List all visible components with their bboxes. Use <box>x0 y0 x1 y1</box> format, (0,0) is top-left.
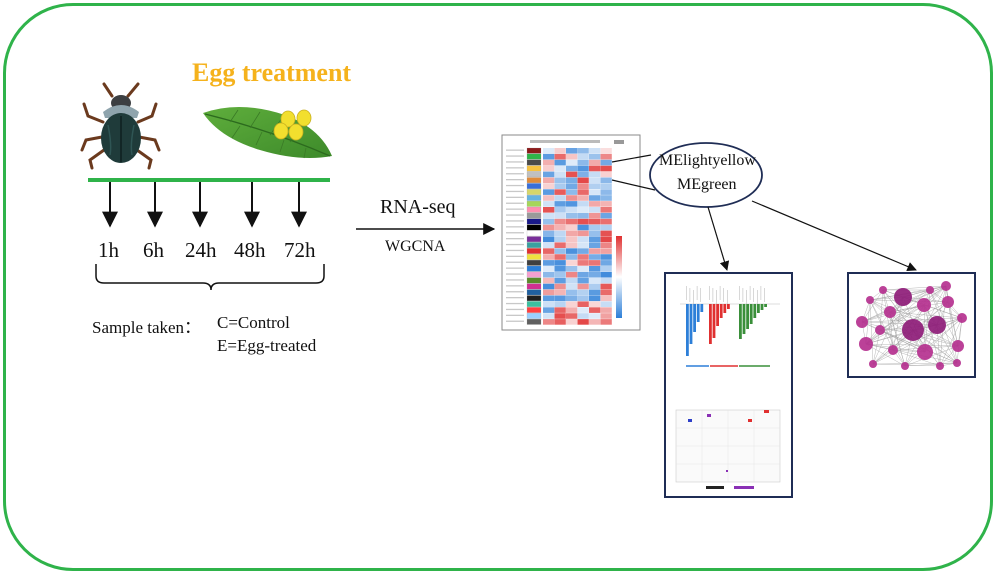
arrow-to-network <box>751 200 917 272</box>
pointer-green <box>611 179 656 191</box>
egg-treated-label: E=Egg-treated <box>217 336 317 355</box>
wgcna-label: WGCNA <box>385 238 446 255</box>
timepoint-1h: 1h <box>98 238 119 262</box>
outer-frame <box>3 3 993 571</box>
leaf-with-eggs-icon <box>203 106 332 159</box>
timepoint-48h: 48h <box>234 238 266 262</box>
timepoint-arrows <box>102 182 307 228</box>
timepoint-24h: 24h <box>185 238 217 262</box>
module-ellipse <box>649 142 763 208</box>
sample-brace <box>95 264 325 291</box>
timepoint-72h: 72h <box>284 238 316 262</box>
module-green: MEgreen <box>677 176 737 193</box>
enrichment-chart-thumbnail <box>664 272 793 498</box>
module-lightyellow: MElightyellow <box>659 152 756 169</box>
rnaseq-label: RNA-seq <box>380 196 456 218</box>
beetle-icon <box>80 82 161 170</box>
arrow-to-enrichment <box>707 206 730 271</box>
sample-taken-label: Sample taken： <box>92 318 202 337</box>
timepoint-6h: 6h <box>143 238 164 262</box>
control-label: C=Control <box>217 313 290 332</box>
pointer-lightyellow <box>611 154 652 163</box>
heatmap-thumbnail <box>501 134 641 331</box>
egg-treatment-title: Egg treatment <box>192 58 352 87</box>
network-thumbnail <box>847 272 976 378</box>
